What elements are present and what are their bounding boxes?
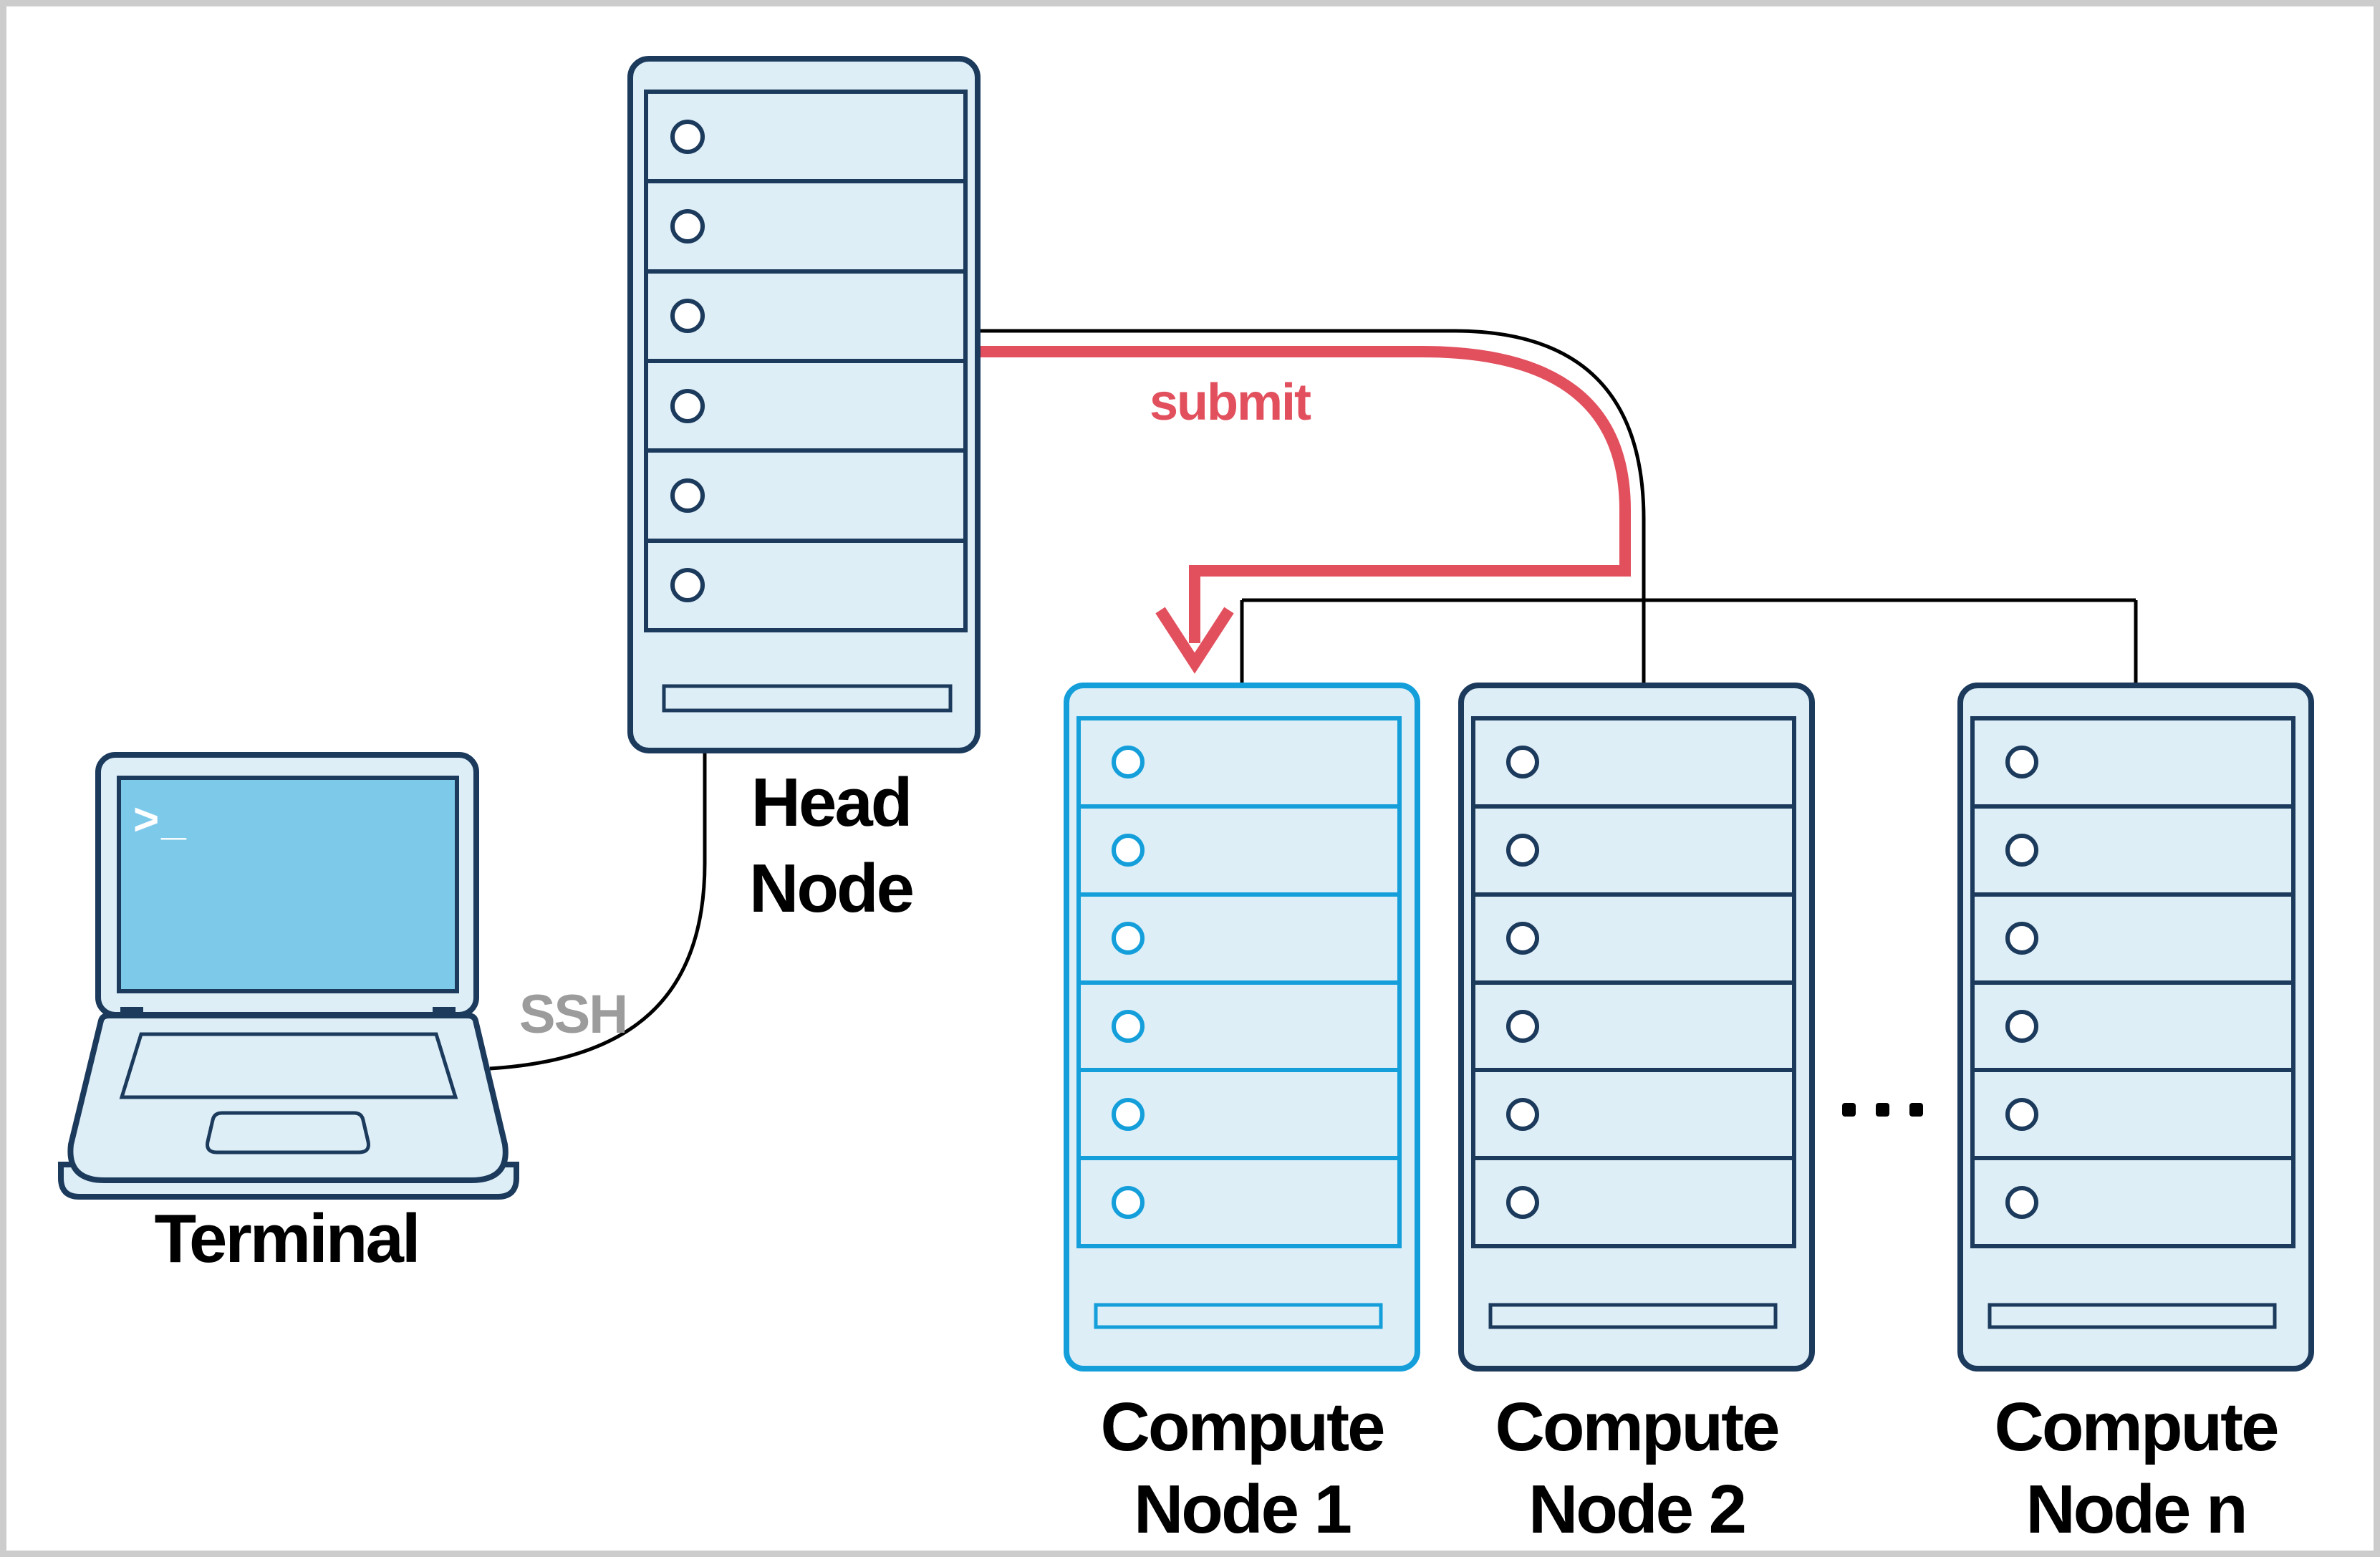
terminal-label: Terminal	[155, 1200, 419, 1277]
drive-led-icon	[670, 389, 705, 423]
drive-led-icon	[670, 299, 705, 333]
head-to-network-wire	[978, 329, 1646, 685]
drive-led-icon	[2005, 746, 2038, 778]
drive-led-icon	[2005, 1010, 2038, 1043]
head-node-label-line1: Head	[751, 764, 911, 841]
drive-led-icon	[670, 478, 705, 513]
drive-led-icon	[1112, 834, 1145, 867]
head-node-label-line2: Node	[749, 850, 913, 927]
compute-node-2-vent	[1488, 1303, 1778, 1329]
ellipsis-dots	[1842, 1103, 1923, 1117]
compute-node-1-label-line1: Compute	[1101, 1389, 1384, 1465]
drive-led-icon	[670, 120, 705, 154]
head-node-vent	[662, 684, 953, 713]
drive-led-icon	[2005, 1186, 2038, 1219]
head-node-rack	[627, 56, 981, 753]
ssh-wire	[489, 752, 707, 1071]
drive-led-icon	[1112, 1186, 1145, 1219]
compute-node-n-label-line2: Node n	[2025, 1471, 2245, 1548]
submit-arrowhead-icon	[1155, 607, 1234, 674]
terminal-laptop: >_	[58, 752, 519, 1200]
compute-node-n-rack	[1957, 683, 2314, 1372]
compute-node-2-label-line1: Compute	[1495, 1389, 1779, 1465]
compute-node-1-rack	[1064, 683, 1420, 1372]
compute-node-1-label-line2: Node 1	[1134, 1471, 1351, 1548]
drive-led-icon	[1506, 834, 1539, 867]
submit-label: submit	[1150, 374, 1311, 431]
drive-led-icon	[2005, 1098, 2038, 1131]
laptop-trackpad	[206, 1111, 370, 1155]
drive-led-icon	[1112, 922, 1145, 955]
drive-led-icon	[1506, 746, 1539, 778]
drive-led-icon	[670, 568, 705, 602]
drive-led-icon	[1506, 1098, 1539, 1131]
ssh-label: SSH	[519, 984, 627, 1045]
drive-led-icon	[1506, 922, 1539, 955]
drive-led-icon	[670, 209, 705, 244]
compute-node-2-label-line2: Node 2	[1528, 1471, 1745, 1548]
compute-node-2-rack	[1458, 683, 1815, 1372]
drive-led-icon	[1112, 1010, 1145, 1043]
drive-led-icon	[1112, 746, 1145, 778]
drive-led-icon	[1506, 1010, 1539, 1043]
terminal-prompt: >_	[133, 795, 188, 844]
submit-arrow-path	[978, 346, 1631, 643]
drive-led-icon	[2005, 922, 2038, 955]
drive-led-icon	[2005, 834, 2038, 867]
drive-led-icon	[1506, 1186, 1539, 1219]
compute-node-n-label-line1: Compute	[1995, 1389, 2278, 1465]
compute-node-n-vent	[1988, 1303, 2277, 1329]
laptop-screen	[117, 776, 459, 993]
drive-led-icon	[1112, 1098, 1145, 1131]
laptop-keyboard	[119, 1032, 458, 1099]
compute-node-1-vent	[1094, 1303, 1383, 1329]
